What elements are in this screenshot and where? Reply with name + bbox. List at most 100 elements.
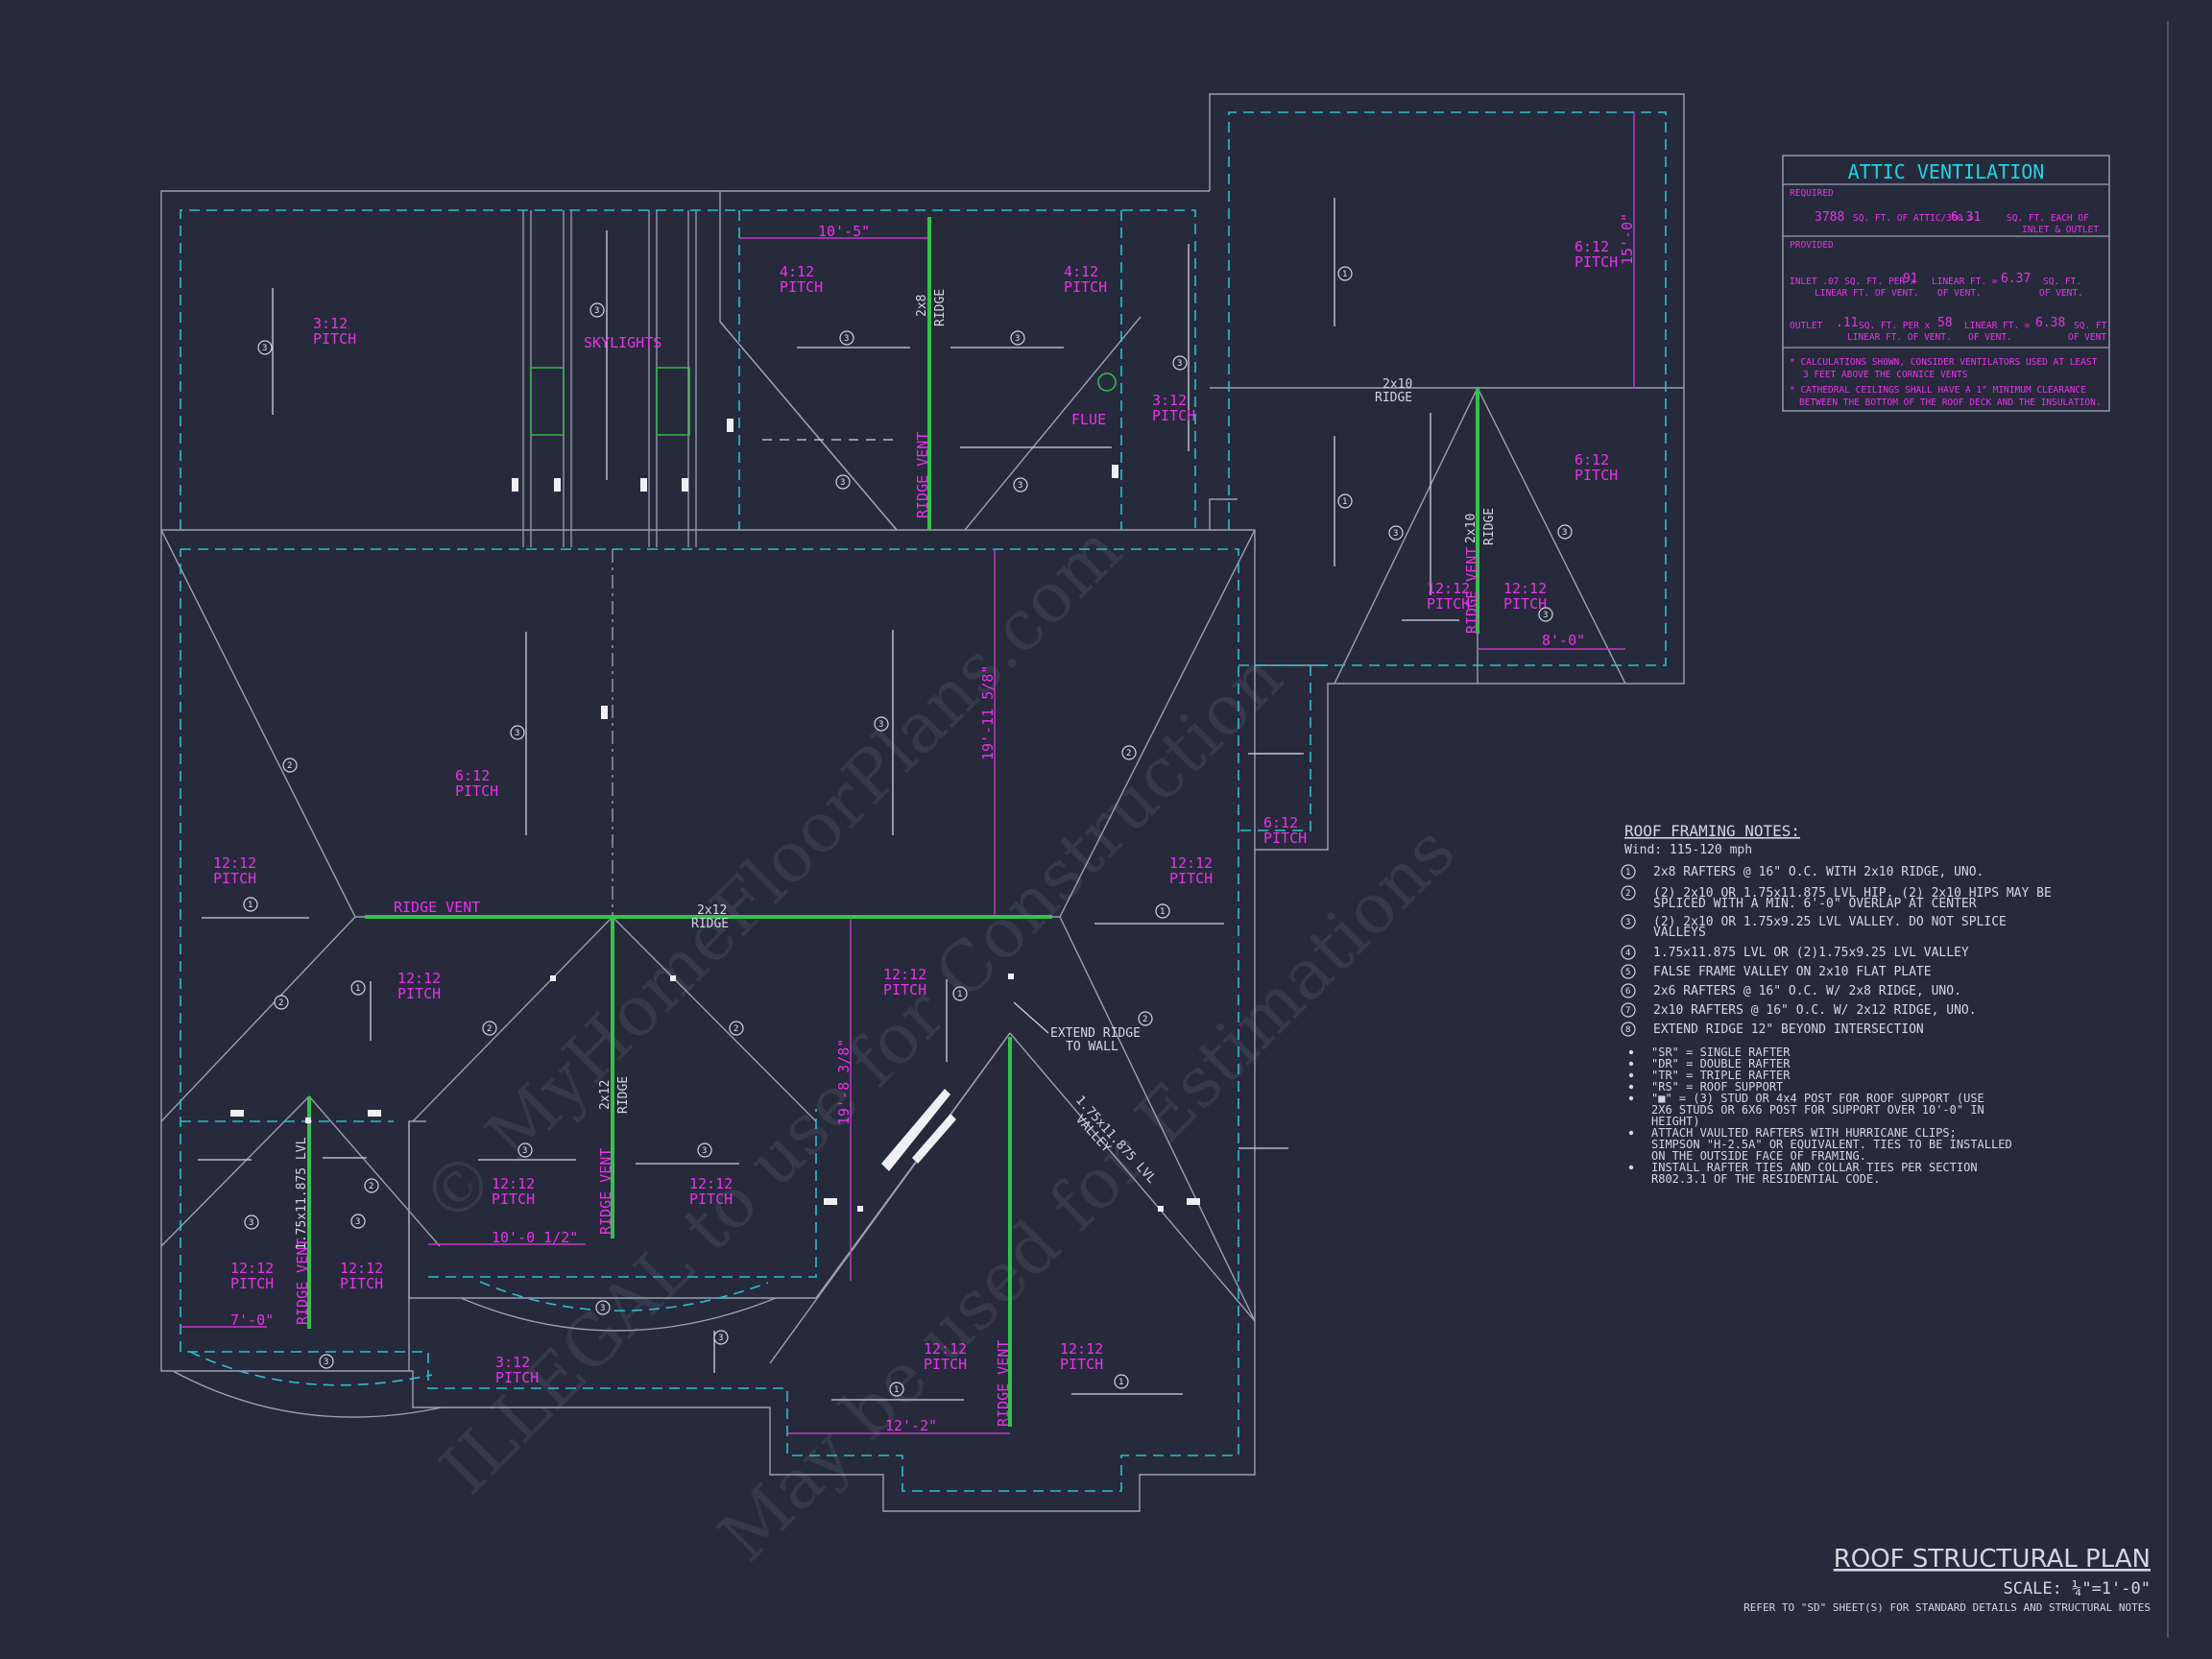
svg-text:3: 3 <box>355 1217 360 1227</box>
pitch-value: 12:12 <box>1169 854 1213 872</box>
ridge-size-label: 2x10 <box>1464 514 1479 543</box>
bubble-3: 3 <box>517 1142 533 1158</box>
attic-vent-title: ATTIC VENTILATION <box>1848 160 2045 183</box>
extend-ridge-label: TO WALL <box>1066 1040 1118 1054</box>
dimension-label: 19'-8 3/8" <box>835 1039 853 1125</box>
framing-note-item: 3 (2) 2x10 OR 1.75x9.25 LVL VALLEY. DO NO… <box>1621 914 2007 940</box>
outlet-len-text: LINEAR FT. = <box>1964 321 2031 331</box>
framing-note-bullet: INSTALL RAFTER TIES AND COLLAR TIES PER … <box>1628 1161 1978 1186</box>
bubble-3: 3 <box>244 1214 259 1230</box>
bubble-2: 2 <box>282 757 298 773</box>
note-text: 2x8 RAFTERS @ 16" O.C. WITH 2x10 RIDGE, … <box>1653 865 1984 879</box>
svg-text:1: 1 <box>355 984 360 994</box>
pitch-word: PITCH <box>1503 595 1547 613</box>
pitch-value: 6:12 <box>1575 451 1609 469</box>
dimension-label: 19'-11 5/8" <box>979 665 997 760</box>
pitch-value: 12:12 <box>1503 580 1547 597</box>
svg-text:3: 3 <box>1562 528 1567 538</box>
note-number: 3 <box>1625 918 1630 927</box>
svg-text:3: 3 <box>1393 529 1398 539</box>
ridge-word-label: RIDGE <box>616 1076 631 1114</box>
svg-text:3: 3 <box>702 1146 707 1156</box>
pitch-word: PITCH <box>1427 595 1470 613</box>
title-block: ROOF STRUCTURAL PLAN SCALE: ¼"=1'-0" REF… <box>1743 1545 2151 1614</box>
pitch-word: PITCH <box>1152 407 1195 424</box>
pitch-value: 12:12 <box>213 854 256 872</box>
note-number: 6 <box>1625 987 1630 997</box>
notes-title: ROOF FRAMING NOTES: <box>1624 822 1800 840</box>
required-result: 6.31 <box>1951 210 1981 225</box>
inlet-result: 6.37 <box>2001 272 2031 286</box>
pitch-word: PITCH <box>924 1356 967 1373</box>
attic-note: BETWEEN THE BOTTOM OF THE ROOF DECK AND … <box>1799 397 2102 408</box>
pitch-word: PITCH <box>340 1275 383 1292</box>
ridge-size-label: 2x8 <box>915 295 929 317</box>
ridge-word-label: RIDGE <box>933 289 948 326</box>
bullet-dot <box>1628 1095 1634 1101</box>
pitch-value: 3:12 <box>313 315 348 332</box>
outlet-result-unit2: OF VENT. <box>2068 332 2112 343</box>
bubble-3: 3 <box>595 1300 611 1315</box>
pitch-value: 6:12 <box>1575 238 1609 255</box>
bubble-1: 1 <box>1155 903 1170 919</box>
bubble-1: 1 <box>1337 266 1353 281</box>
bullet-dot <box>1628 1049 1634 1055</box>
bubble-3: 3 <box>350 1214 366 1229</box>
ridge-word-label: RIDGE <box>1375 391 1412 405</box>
pitch-labels: 3:12 PITCH 4:12 PITCH 4:12 PITCH 3:12 PI… <box>213 238 1618 1386</box>
bullet-text: "SR" = SINGLE RAFTER <box>1651 1046 1791 1059</box>
bubble-3: 3 <box>1010 330 1025 346</box>
note-text: (2) 2x10 OR 1.75x11.875 LVL HIP. (2) 2x1… <box>1653 886 2052 901</box>
svg-text:1: 1 <box>1160 907 1165 917</box>
framing-note-bullet: "■" = (3) STUD OR 4x4 POST FOR ROOF SUPP… <box>1628 1092 1984 1128</box>
inlet-len-text: LINEAR FT. = <box>1932 276 1998 287</box>
bubble-3: 3 <box>839 330 854 346</box>
bubble-2: 2 <box>729 1021 744 1036</box>
note-number-bubble <box>1621 1022 1636 1037</box>
rafter-arrows <box>198 198 1459 1401</box>
wind-text: Wind: 115-120 mph <box>1624 843 1752 857</box>
bullet-text: SIMPSON "H-2.5A" OR EQUIVALENT. TIES TO … <box>1651 1138 2012 1151</box>
ridge-vent-label: RIDGE VENT <box>914 432 931 518</box>
svg-text:2: 2 <box>1142 1015 1147 1024</box>
bubble-3: 3 <box>510 725 525 740</box>
svg-text:1: 1 <box>1342 270 1347 279</box>
pitch-word: PITCH <box>230 1275 274 1292</box>
dimension-lines <box>180 112 1635 1434</box>
pitch-value: 12:12 <box>230 1260 274 1277</box>
bubble-1: 1 <box>952 986 968 1001</box>
flue-label: FLUE <box>1071 411 1106 428</box>
pitch-value: 12:12 <box>883 966 926 983</box>
detail-bubbles: 1 1 1 1 1 1 1 1 3 3 3 3 3 3 3 3 3 3 3 3 … <box>243 266 1573 1397</box>
attic-note: 3 FEET ABOVE THE CORNICE VENTS <box>1803 370 1968 380</box>
pitch-word: PITCH <box>492 1190 535 1208</box>
note-number: 2 <box>1625 889 1630 899</box>
required-area: 3788 <box>1815 210 1844 225</box>
inlet-result-unit2: OF VENT. <box>2039 288 2083 299</box>
svg-text:3: 3 <box>840 478 845 488</box>
svg-text:3: 3 <box>1543 611 1548 620</box>
pitch-word: PITCH <box>1060 1356 1103 1373</box>
drawing-scale: SCALE: ¼"=1'-0" <box>2003 1579 2151 1599</box>
pitch-value: 3:12 <box>495 1354 530 1371</box>
dimension-label: 7'-0" <box>230 1311 274 1329</box>
bubble-1: 1 <box>1114 1374 1129 1389</box>
framing-note-bullet: "SR" = SINGLE RAFTER <box>1628 1046 1791 1059</box>
svg-text:3: 3 <box>515 729 519 738</box>
framing-note-item: 6 2x6 RAFTERS @ 16" O.C. W/ 2x8 RIDGE, UN… <box>1621 983 1961 998</box>
note-text: (2) 2x10 OR 1.75x9.25 LVL VALLEY. DO NOT… <box>1653 915 2007 929</box>
bubble-3: 3 <box>319 1354 334 1369</box>
pitch-word: PITCH <box>1064 278 1107 296</box>
pitch-value: 6:12 <box>455 767 490 784</box>
note-number-bubble <box>1621 1002 1636 1018</box>
ridge-vent-label: RIDGE VENT <box>597 1148 614 1235</box>
attic-note: * CATHEDRAL CEILINGS SHALL HAVE A 1" MIN… <box>1790 385 2086 396</box>
pitch-value: 4:12 <box>780 263 814 280</box>
svg-text:3: 3 <box>718 1334 723 1343</box>
note-text: 2x6 RAFTERS @ 16" O.C. W/ 2x8 RIDGE, UNO… <box>1653 984 1961 998</box>
inlet-len-text2: OF VENT. <box>1937 288 1982 299</box>
outlet-result-unit: SQ. FT. <box>2074 321 2112 331</box>
bullet-text: "DR" = DOUBLE RAFTER <box>1651 1057 1791 1070</box>
dimension-label: 8'-0" <box>1542 632 1585 649</box>
